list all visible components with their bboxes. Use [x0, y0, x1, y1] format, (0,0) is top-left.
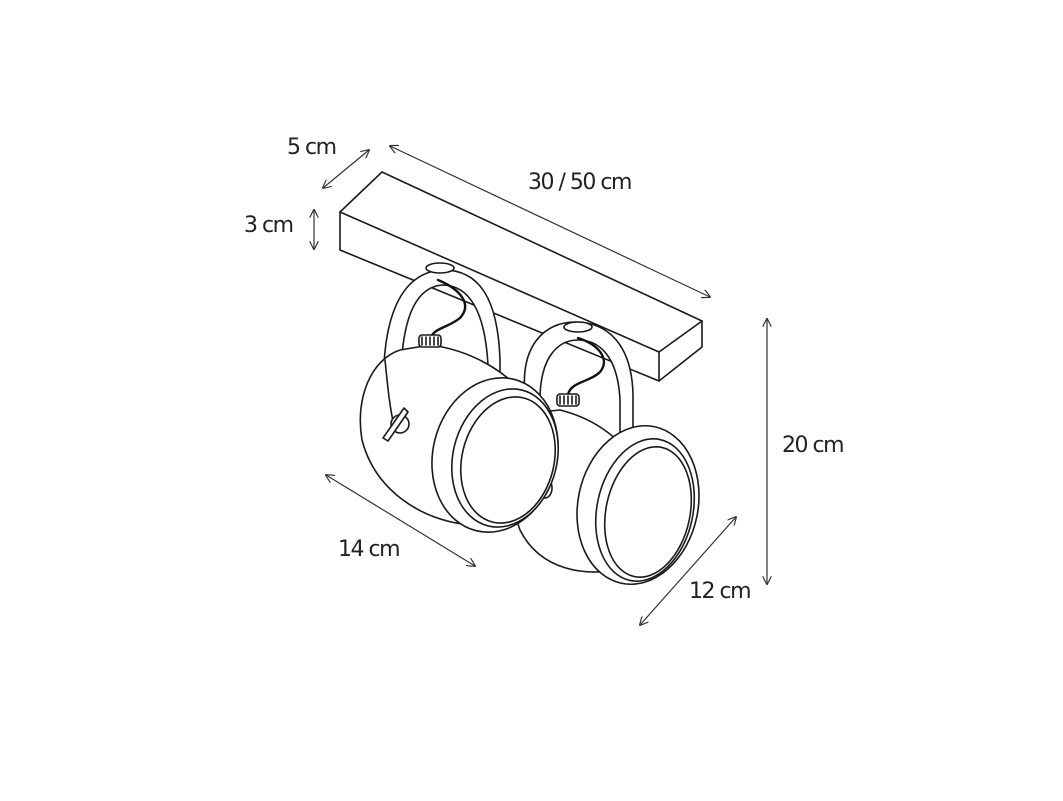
dim-arrow-lamp-diameter: [640, 517, 736, 625]
dim-arrow-lamp-length: [326, 475, 475, 566]
label-base-length: 30 / 50 cm: [528, 170, 632, 195]
dim-arrow-length: [390, 146, 710, 297]
bracket-mount-left: [425, 262, 455, 274]
label-total-height: 20 cm: [782, 433, 845, 458]
spotlight-left: [359, 262, 560, 533]
bracket-mount-right: [563, 321, 593, 333]
label-base-depth: 5 cm: [287, 135, 337, 160]
label-lamp-length: 14 cm: [338, 537, 401, 562]
dim-arrow-depth: [323, 150, 369, 188]
cable-right: [566, 336, 606, 397]
lamp-lens-left: [459, 396, 557, 524]
label-base-height: 3 cm: [244, 213, 294, 238]
label-lamp-diameter: 12 cm: [689, 579, 752, 604]
